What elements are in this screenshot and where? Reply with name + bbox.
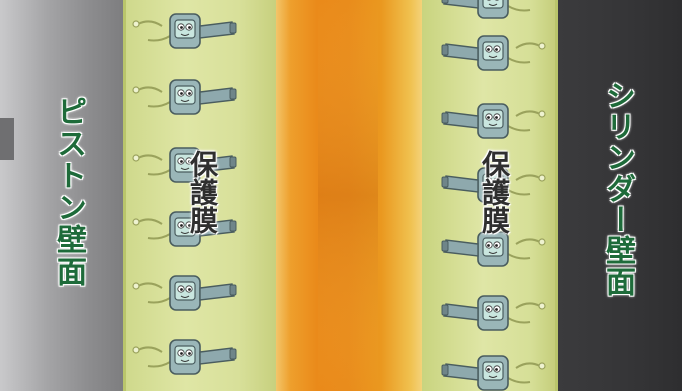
piston-wall bbox=[0, 0, 126, 391]
additive-molecule-icon bbox=[441, 35, 546, 71]
piston-notch bbox=[0, 118, 14, 160]
additive-molecule-icon bbox=[132, 13, 237, 49]
cylinder-film-boundary bbox=[555, 0, 558, 391]
piston-film-boundary bbox=[123, 0, 126, 391]
cylinder-wall-label: シリンダー壁面 bbox=[600, 80, 635, 297]
additive-molecule-icon bbox=[441, 355, 546, 391]
flame-streak bbox=[318, 0, 378, 391]
piston-wall-label: ピストン壁面 bbox=[51, 96, 86, 288]
protective-film-label-left: 保護膜 bbox=[186, 150, 219, 234]
additive-molecule-icon bbox=[132, 79, 237, 115]
additive-molecule-icon bbox=[132, 339, 237, 375]
additive-molecule-icon bbox=[441, 103, 546, 139]
left-protective-film bbox=[126, 0, 276, 391]
protective-film-label-right: 保護膜 bbox=[478, 150, 511, 234]
additive-molecule-icon bbox=[441, 295, 546, 331]
additive-molecule-icon bbox=[441, 231, 546, 267]
cylinder-wall bbox=[558, 0, 682, 391]
additive-molecule-icon bbox=[441, 0, 546, 19]
additive-molecule-icon bbox=[132, 275, 237, 311]
